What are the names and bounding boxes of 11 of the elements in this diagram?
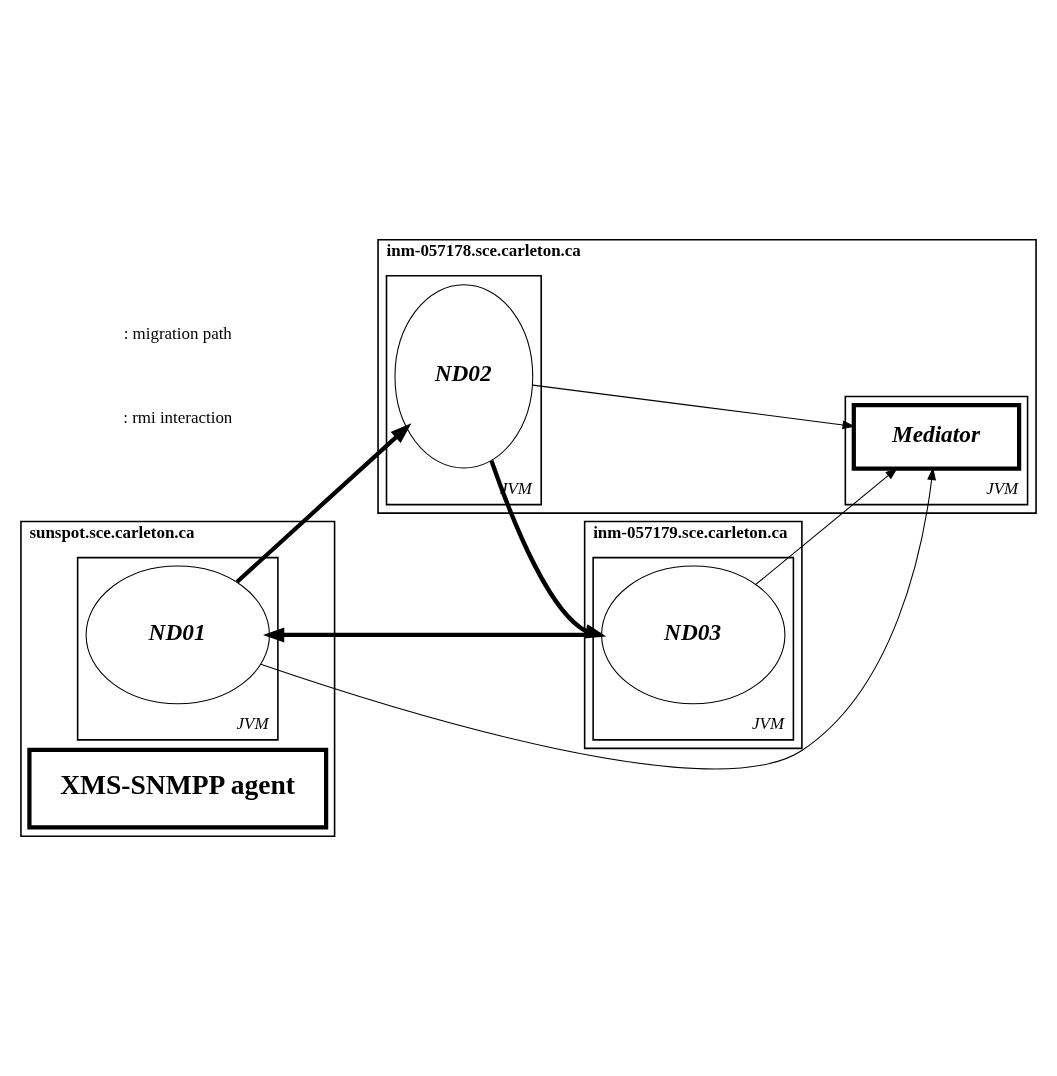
node-ellipse: ND02	[394, 284, 534, 469]
node-ellipse: ND03	[601, 565, 786, 705]
arrow	[755, 467, 898, 585]
arrow	[235, 423, 412, 584]
legend-label: : rmi interaction	[123, 407, 233, 427]
arrow	[260, 467, 937, 770]
legend-label: : migration path	[123, 324, 232, 344]
node-box: XMS-SNMPP agent	[27, 747, 329, 830]
node-ellipse: ND01	[85, 565, 270, 705]
arrow	[263, 627, 602, 643]
node-box: Mediator	[851, 402, 1022, 471]
